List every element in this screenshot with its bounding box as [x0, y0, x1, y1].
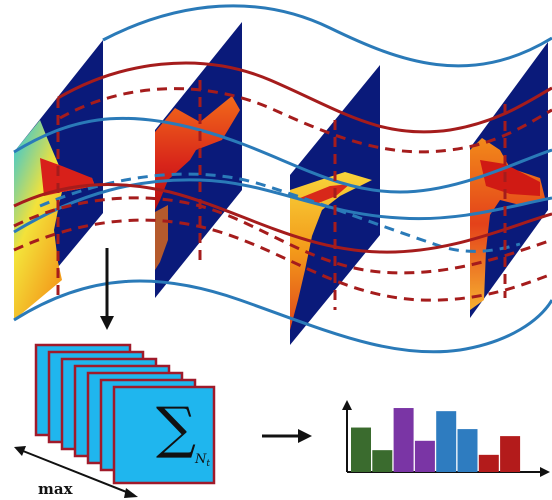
- frame-stack: [34, 343, 216, 485]
- blue-curve-top: [102, 4, 552, 68]
- blue-curve-lower-mid: [13, 178, 552, 234]
- frame-7: [112, 385, 216, 485]
- slice-4: [470, 42, 548, 318]
- blue-curve-dashed: [39, 172, 521, 253]
- histogram-bar: [457, 429, 478, 472]
- slice-2-panel: [155, 22, 242, 298]
- red-dashed-1: [59, 87, 552, 154]
- max-label: max: [38, 480, 74, 498]
- sum-subscript-index: t: [206, 459, 210, 469]
- slice-1-heatmap: [14, 120, 95, 320]
- down-arrow-icon: [100, 248, 114, 330]
- red-dashed-2: [13, 196, 552, 275]
- diagonal-double-arrow-icon: [14, 446, 138, 498]
- histogram-bar: [436, 411, 457, 472]
- sum-subscript: Nt: [194, 452, 210, 469]
- red-dashed-3: [13, 218, 552, 302]
- slice-4-hotspot: [480, 160, 540, 196]
- histogram-bar: [414, 440, 435, 472]
- sum-symbol: ∑: [156, 396, 196, 461]
- red-curve-upper: [57, 61, 552, 134]
- histogram-bar: [500, 436, 521, 472]
- histogram-bar: [393, 408, 414, 472]
- slice-3-heatmap: [290, 172, 372, 330]
- slice-3-hotspot: [300, 184, 350, 204]
- histogram: [342, 400, 550, 477]
- blue-tube-curves: [13, 4, 552, 354]
- histogram-bar: [372, 450, 393, 472]
- red-curve-lower: [13, 182, 552, 254]
- histogram-bars: [351, 408, 521, 472]
- blue-curve-upper-mid: [13, 116, 552, 194]
- red-dashed-curves: [13, 80, 552, 310]
- right-arrow-icon: [262, 429, 312, 443]
- blue-curve-bottom: [13, 279, 552, 354]
- histogram-bar: [351, 427, 371, 472]
- histogram-bar: [478, 454, 499, 472]
- red-solid-curves: [13, 61, 552, 254]
